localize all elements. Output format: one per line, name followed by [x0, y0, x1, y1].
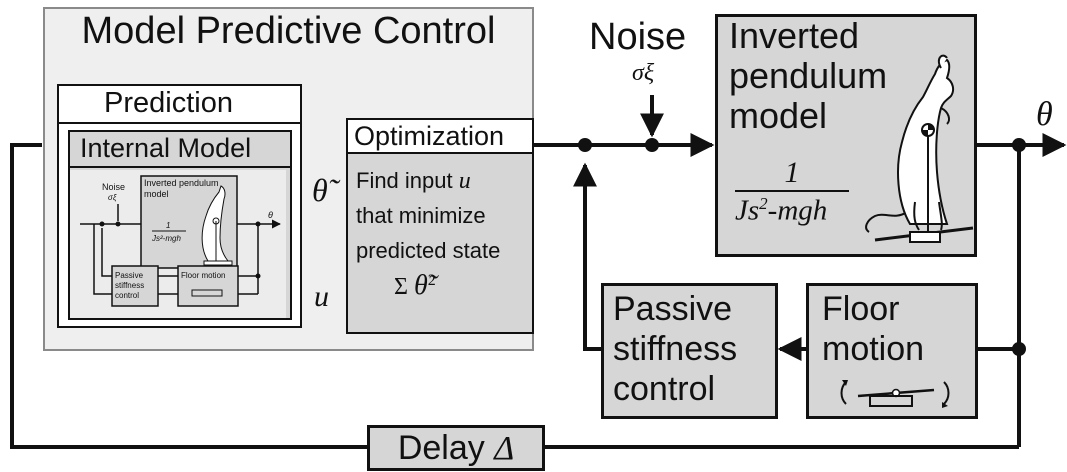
theta-output-label: θ	[1036, 96, 1053, 133]
mini-diagram: Noise σξ Inverted pendulum model 1 Js²-m…	[70, 170, 286, 318]
formula-exp: 2	[427, 272, 436, 289]
optimization-line-2: that minimize	[356, 203, 486, 228]
mini-theta: θ	[268, 210, 273, 220]
mini-noise-label: Noise	[102, 182, 125, 192]
passive-line-3: control	[613, 370, 716, 408]
u-label: u	[314, 280, 329, 313]
floor-line-2: motion	[822, 330, 925, 368]
pendulum-tf-bar	[735, 190, 849, 192]
mini-tf-den: Js²-mgh	[151, 234, 181, 243]
floor-motion-box	[806, 283, 978, 419]
prediction-title: Prediction	[104, 87, 233, 119]
optimization-line-1: Find input u	[356, 168, 471, 195]
mini-passive-up	[101, 228, 112, 277]
optimization-box	[346, 118, 534, 334]
mini-floor-plate	[191, 289, 223, 297]
formula-sigma: Σ	[394, 274, 408, 300]
pendulum-tf-den: Js2-mgh	[735, 194, 827, 228]
optimization-line-1-var: u	[458, 168, 471, 194]
noise-sum-dot	[645, 138, 659, 152]
rotate-right-arrow-icon	[943, 381, 950, 405]
delay-symbol: Δ	[494, 430, 515, 467]
passive-line-1: Passive	[613, 290, 733, 328]
delay-left-line	[10, 143, 367, 449]
passive-feedback-line	[573, 162, 601, 351]
optimization-header	[346, 118, 534, 154]
mini-dot-2	[115, 221, 121, 227]
rotate-left-arrow-icon	[840, 381, 847, 405]
formula-theta: θ̃	[413, 270, 428, 301]
mini-floor-label: Floor motion	[181, 271, 225, 280]
mini-pendulum-title-2: model	[144, 189, 169, 199]
junction-dot-1	[578, 138, 592, 152]
internal-model-divider	[68, 166, 292, 168]
internal-model-title: Internal Model	[80, 133, 252, 163]
mpc-title: Model Predictive Control	[81, 10, 496, 52]
pendulum-title-2: pendulum	[729, 55, 888, 96]
pendulum-title-3: model	[729, 95, 828, 136]
theta-tilde-label: θ̃	[312, 172, 328, 208]
mini-passive-1: Passive	[115, 271, 144, 280]
mini-passive-box	[111, 265, 159, 307]
mini-floor-box	[177, 265, 239, 307]
rat-on-balance-board-icon	[865, 54, 974, 243]
mini-dot-1	[99, 221, 105, 227]
prediction-divider	[57, 122, 302, 124]
pendulum-title-1: Inverted	[729, 15, 860, 56]
junction-dot-output	[1012, 138, 1026, 152]
passive-line-2: stiffness	[613, 330, 738, 368]
mini-tf-num: 1	[166, 221, 170, 230]
mini-passive-3: control	[115, 291, 139, 300]
mini-rat-icon	[201, 185, 233, 266]
junction-dot-floor	[1012, 342, 1026, 356]
delay-box	[367, 425, 545, 471]
floor-line-1: Floor	[822, 290, 900, 328]
mini-pendulum-title-1: Inverted pendulum	[144, 178, 219, 188]
seesaw-base	[869, 395, 913, 407]
passive-stiffness-box	[601, 283, 778, 419]
delay-text: Delay	[397, 429, 495, 467]
optimization-line-1-text: Find input	[356, 168, 459, 193]
mini-passive-2: stiffness	[115, 281, 144, 290]
noise-label: Noise	[589, 16, 687, 58]
tf-den-base: Js	[735, 194, 760, 227]
tf-den-exp: 2	[759, 194, 768, 213]
mini-sigma-label: σξ	[108, 193, 117, 202]
pendulum-tf-num: 1	[784, 156, 800, 189]
tf-den-rest: -mgh	[767, 194, 828, 227]
optimization-line-3: predicted state	[356, 238, 501, 263]
optimization-formula: Σ θ̃2	[394, 270, 436, 302]
delay-label: Delay Δ	[367, 428, 545, 469]
noise-sigma: σξ	[632, 60, 655, 86]
optimization-title: Optimization	[354, 121, 505, 151]
seesaw-icon	[840, 380, 950, 408]
board-base	[909, 231, 941, 243]
